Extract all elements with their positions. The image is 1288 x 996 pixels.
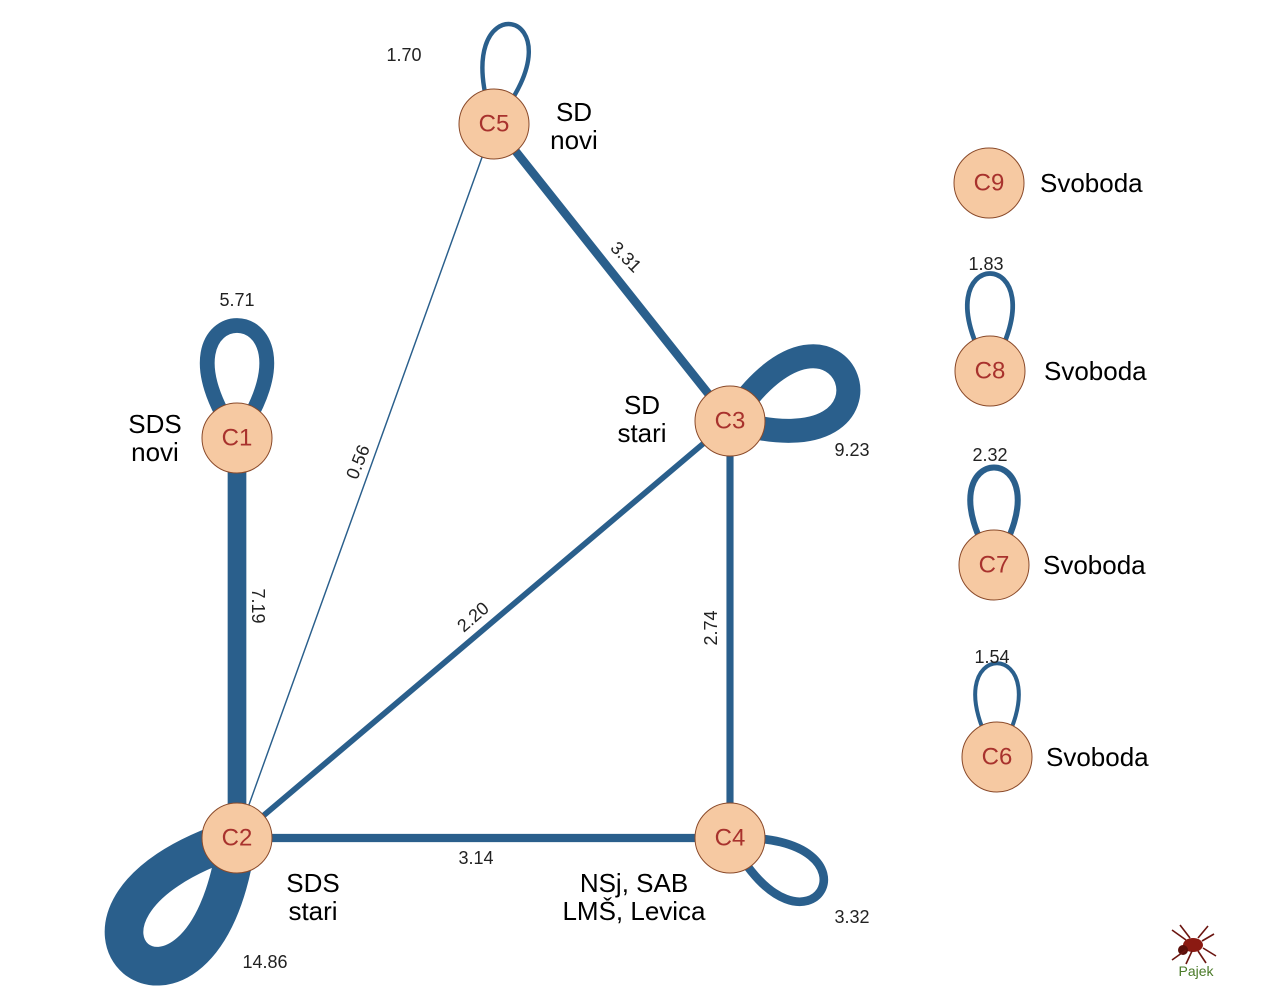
labels-layer: 5.71 14.86 9.23 3.32 1.70 1.54 2.32 1.83 7.19 0.5… [128,45,1149,972]
node-label: C3 [715,408,746,435]
loop-weight-label: 1.70 [386,45,421,65]
self-loops-layer [104,21,1021,986]
edges-layer [227,119,735,848]
edge-weight-label: 3.14 [458,848,493,868]
node-label: C7 [979,552,1010,579]
party-label-c7: Svoboda [1043,550,1146,580]
node-c6[interactable]: C6 [961,721,1033,793]
party-label-c5: novi [550,125,598,155]
node-circle[interactable] [694,802,766,874]
node-label: C8 [975,358,1006,385]
node-c7[interactable]: C7 [958,529,1030,601]
party-label-c5: SD [556,97,592,127]
node-c4[interactable]: C4 [694,802,766,874]
party-label-c4: LMŠ, Levica [562,896,706,926]
self-loop-c2 [104,818,257,986]
edge-c3-c5 [489,119,735,426]
node-c3[interactable]: C3 [694,385,766,457]
node-label: C9 [974,170,1005,197]
node-circle[interactable] [694,385,766,457]
loop-weight-label: 9.23 [834,440,869,460]
party-label-c8: Svoboda [1044,356,1147,386]
party-label-c9: Svoboda [1040,168,1143,198]
node-circle[interactable] [201,402,273,474]
party-label-c1: SDS [128,409,181,439]
edge-weight-label: 2.74 [701,610,721,645]
party-label-c3: stari [617,418,666,448]
node-label: C1 [222,425,253,452]
loop-weight-label: 1.83 [968,254,1003,274]
self-loop-c1 [199,318,275,446]
self-loop-c7 [967,464,1021,569]
node-c8[interactable]: C8 [954,335,1026,407]
party-label-c6: Svoboda [1046,742,1149,772]
party-label-c2: SDS [286,868,339,898]
loop-weight-label: 2.32 [972,445,1007,465]
node-label: C2 [222,825,253,852]
node-circle[interactable] [958,529,1030,601]
loop-weight-label: 1.54 [974,647,1009,667]
pajek-logo: Pajek [1171,924,1217,979]
node-c2[interactable]: C2 [201,802,273,874]
self-loop-c3 [718,344,861,443]
node-c5[interactable]: C5 [458,88,530,160]
node-circle[interactable] [953,147,1025,219]
edge-weight-label: 7.19 [248,588,268,623]
loop-weight-label: 3.32 [834,907,869,927]
self-loop-c5 [480,21,531,127]
node-circle[interactable] [201,802,273,874]
node-c1[interactable]: C1 [201,402,273,474]
self-loop-c8 [965,271,1015,374]
party-label-c1: novi [131,437,179,467]
node-label: C4 [715,825,746,852]
spider-icon [1171,924,1217,965]
edge-weight-label: 0.56 [342,442,374,482]
node-circle[interactable] [458,88,530,160]
party-label-c2: stari [288,896,337,926]
party-label-c3: SD [624,390,660,420]
edge-c2-c5 [236,123,495,839]
node-circle[interactable] [954,335,1026,407]
loop-weight-label: 14.86 [242,952,287,972]
node-label: C6 [982,744,1013,771]
party-label-c4: NSj, SAB [580,868,688,898]
pajek-logo-text: Pajek [1178,963,1214,979]
self-loop-c4 [725,833,828,906]
loop-weight-label: 5.71 [219,290,254,310]
edge-c2-c3 [234,418,733,841]
node-circle[interactable] [961,721,1033,793]
node-c9[interactable]: C9 [953,147,1025,219]
self-loop-c6 [973,661,1021,760]
node-label: C5 [479,111,510,138]
